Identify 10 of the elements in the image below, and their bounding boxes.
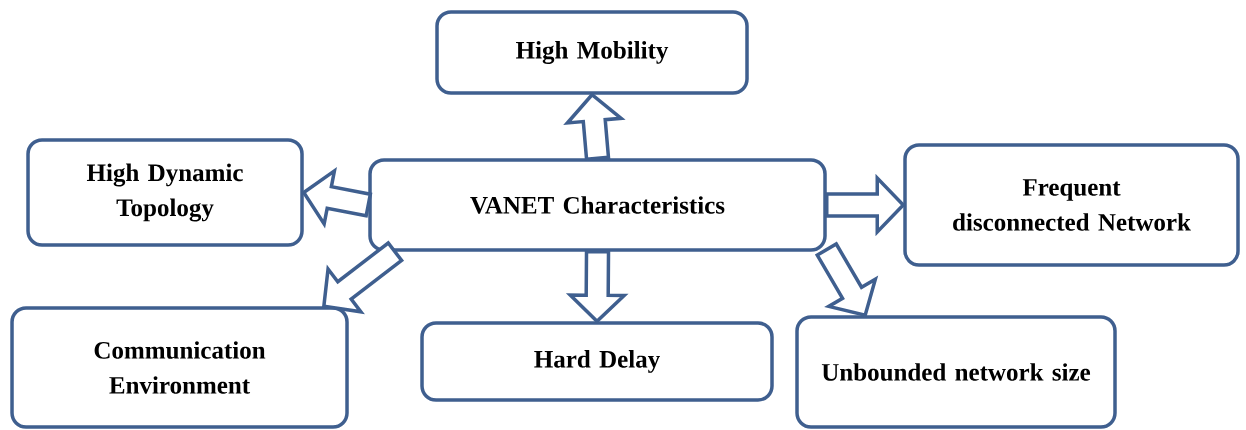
- characteristic-box: Hard Delay: [420, 321, 774, 402]
- characteristic-box: Unbounded network size: [795, 315, 1117, 429]
- characteristic-box: Frequent disconnected Network: [903, 143, 1240, 267]
- block-arrow: [565, 249, 629, 324]
- characteristic-box: High Dynamic Topology: [26, 138, 304, 247]
- block-arrow: [825, 173, 906, 237]
- characteristic-box: High Mobility: [435, 10, 749, 95]
- characteristic-box: Communication Environment: [10, 306, 349, 429]
- block-arrow: [301, 167, 373, 229]
- characteristic-box: VANET Characteristics: [368, 158, 827, 252]
